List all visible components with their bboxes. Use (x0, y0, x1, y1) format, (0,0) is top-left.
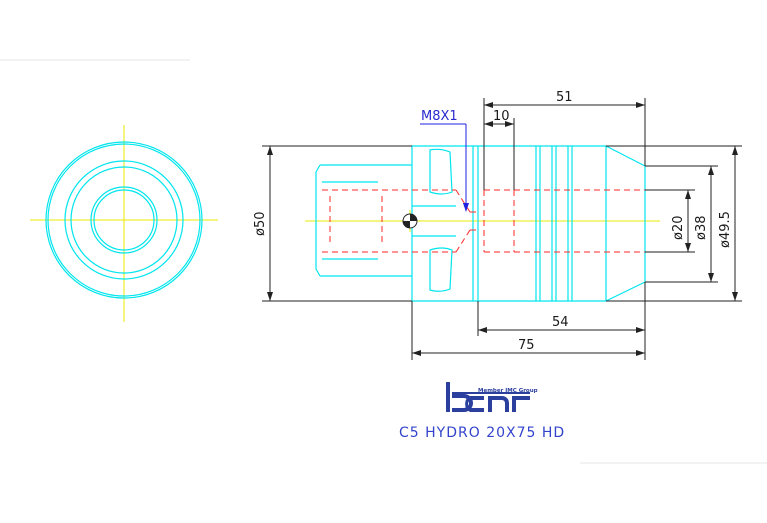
side-view (305, 145, 660, 302)
dim-10: 10 (493, 109, 510, 124)
dim-d49-5: ø49.5 (718, 211, 733, 248)
dim-54: 54 (552, 315, 569, 330)
iscar-logo: Member IMC Group (446, 382, 538, 412)
end-view (30, 125, 218, 322)
centre-mark (402, 213, 418, 229)
dim-75: 75 (518, 338, 535, 353)
logo-mark-icon (446, 382, 530, 412)
dim-d38: ø38 (694, 216, 709, 241)
end-view-centerlines (30, 125, 218, 322)
dim-51: 51 (556, 90, 573, 105)
end-view-circles (45, 141, 203, 299)
body-outline (315, 145, 646, 302)
drawing-title: C5 HYDRO 20X75 HD (399, 425, 565, 441)
sheet-border (0, 59, 767, 464)
dimension-arrows (267, 102, 738, 356)
dim-d50: ø50 (253, 212, 268, 237)
thread-callout-label: M8X1 (421, 109, 458, 124)
dim-d20: ø20 (671, 216, 686, 241)
hidden-lines (322, 189, 645, 253)
dimension-lines (262, 98, 742, 360)
logo-tagline: Member IMC Group (478, 388, 538, 394)
thread-callout: M8X1 (420, 109, 469, 212)
